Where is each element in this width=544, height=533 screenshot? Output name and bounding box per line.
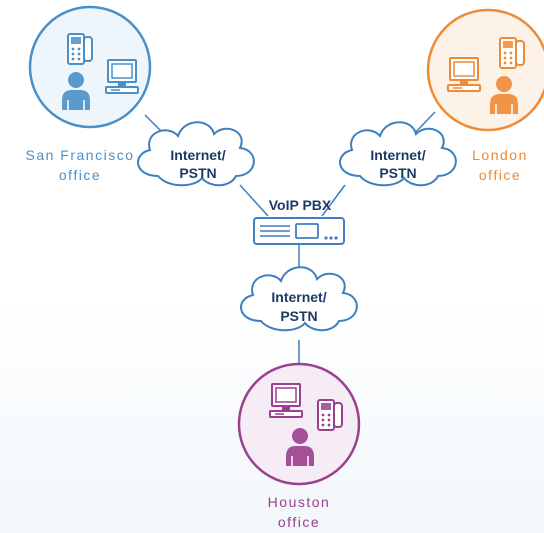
cloud-label-bottom-line2: PSTN — [280, 308, 317, 324]
office-london: London office — [426, 8, 544, 183]
desk-phone-icon — [317, 399, 343, 431]
office-circle-san-francisco — [28, 5, 152, 129]
office-label-houston: Houston — [268, 494, 331, 510]
voip-pbx: VoIP PBX — [253, 197, 345, 245]
office-san-francisco: San Francisco office — [26, 5, 152, 183]
cloud-bottom: Internet/ PSTN — [240, 266, 358, 332]
office-label-london: London — [472, 147, 528, 163]
cloud-label-right-line1: Internet/ — [370, 147, 425, 163]
computer-icon — [269, 383, 303, 418]
link-cloud-left-to-pbx — [239, 184, 269, 217]
cloud-label-left-line2: PSTN — [179, 165, 216, 181]
cloud-right: Internet/ PSTN — [339, 121, 457, 187]
desk-phone-icon — [67, 33, 93, 65]
cloud-left: Internet/ PSTN — [137, 121, 255, 187]
office-houston: Houston office — [237, 362, 361, 530]
pbx-label: VoIP PBX — [269, 197, 332, 213]
cloud-label-right-line2: PSTN — [379, 165, 416, 181]
computer-icon — [447, 57, 481, 92]
office-sublabel-san-francisco: office — [59, 167, 101, 183]
computer-icon — [105, 59, 139, 94]
pbx-device-icon — [253, 217, 345, 245]
cloud-label-bottom-line1: Internet/ — [271, 289, 326, 305]
office-sublabel-houston: office — [278, 514, 320, 530]
office-circle-london — [426, 8, 544, 132]
office-label-san-francisco: San Francisco — [26, 147, 135, 163]
link-cloud-right-to-pbx — [321, 184, 346, 217]
office-sublabel-london: office — [479, 167, 521, 183]
cloud-label-left-line1: Internet/ — [170, 147, 225, 163]
desk-phone-icon — [499, 37, 525, 69]
office-circle-houston — [237, 362, 361, 486]
